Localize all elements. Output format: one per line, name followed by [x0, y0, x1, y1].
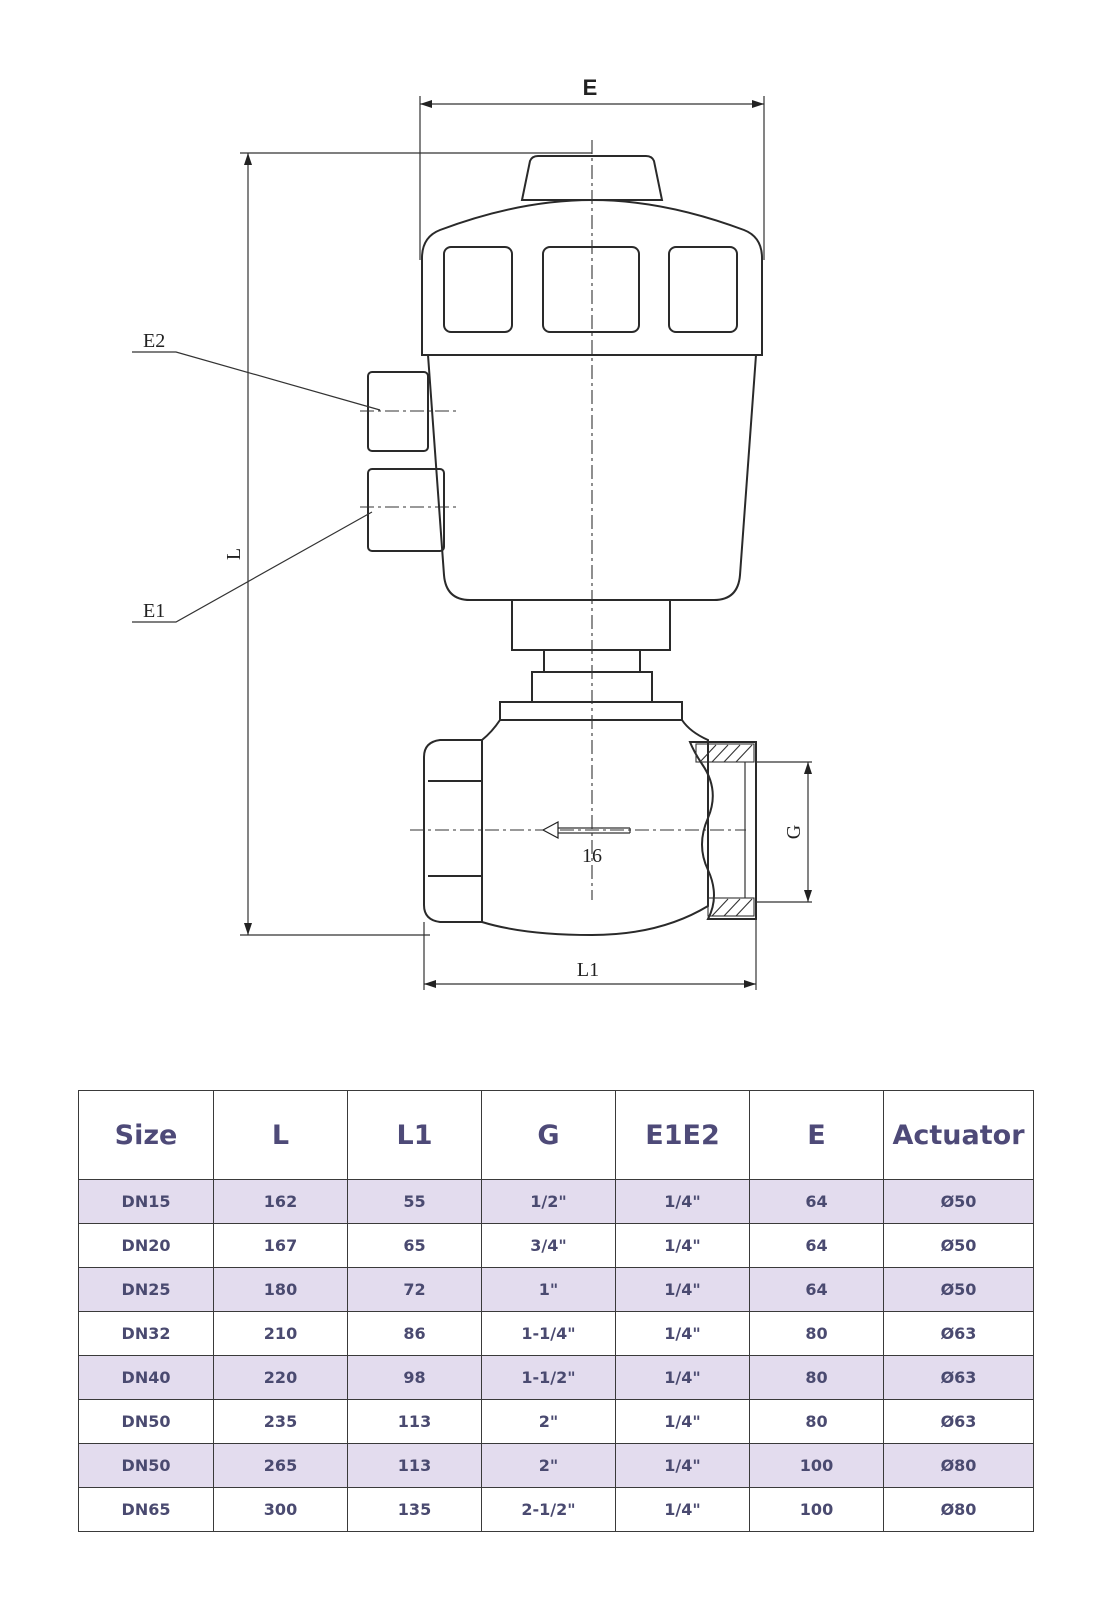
flow-arrow: 16 [541, 821, 631, 867]
cell-size: DN20 [78, 1223, 214, 1268]
actuator-window-left [443, 246, 513, 333]
label-l1: L1 [577, 959, 599, 981]
valve-body [481, 719, 709, 937]
air-port-e1 [367, 468, 445, 552]
cell-e1e2: 1/4" [615, 1311, 750, 1356]
header-size: Size [78, 1090, 214, 1180]
cell-size: DN50 [78, 1399, 214, 1444]
left-hex-nut [423, 739, 483, 923]
cell-l1: 72 [347, 1267, 482, 1312]
cell-l1: 55 [347, 1179, 482, 1224]
table-row: DN50 235 113 2" 1/4" 80 Ø63 [78, 1399, 1034, 1444]
header-l1: L1 [347, 1090, 482, 1180]
table-header-row: Size L L1 G E1E2 E Actuator [78, 1090, 1034, 1180]
table-row: DN15 162 55 1/2" 1/4" 64 Ø50 [78, 1179, 1034, 1224]
cell-e: 64 [749, 1223, 884, 1268]
cell-l: 235 [213, 1399, 348, 1444]
dimension-l: L [223, 152, 592, 936]
cell-e: 80 [749, 1311, 884, 1356]
cell-l1: 98 [347, 1355, 482, 1400]
table-row: DN25 180 72 1" 1/4" 64 Ø50 [78, 1267, 1034, 1312]
dimension-spec-table: Size L L1 G E1E2 E Actuator DN15 162 55 … [78, 1090, 1034, 1532]
dimension-e: E [419, 75, 765, 260]
cell-e1e2: 1/4" [615, 1443, 750, 1488]
actuator-window-right [668, 246, 738, 333]
cell-l1: 86 [347, 1311, 482, 1356]
header-actuator: Actuator [883, 1090, 1034, 1180]
header-l: L [213, 1090, 348, 1180]
cell-l1: 113 [347, 1399, 482, 1444]
table-row: DN40 220 98 1-1/2" 1/4" 80 Ø63 [78, 1355, 1034, 1400]
cell-actuator: Ø50 [883, 1179, 1034, 1224]
cell-actuator: Ø50 [883, 1267, 1034, 1312]
cell-g: 1/2" [481, 1179, 616, 1224]
label-e2: E2 [143, 330, 165, 352]
table-row: DN50 265 113 2" 1/4" 100 Ø80 [78, 1443, 1034, 1488]
label-l: L [223, 548, 245, 560]
table-row: DN20 167 65 3/4" 1/4" 64 Ø50 [78, 1223, 1034, 1268]
label-e1: E1 [143, 600, 165, 622]
leader-e1: E1 [132, 511, 373, 623]
actuator-lower-body [426, 354, 758, 601]
cell-e: 64 [749, 1267, 884, 1312]
table-row: DN32 210 86 1-1/4" 1/4" 80 Ø63 [78, 1311, 1034, 1356]
valve-neck [511, 599, 671, 651]
cell-e1e2: 1/4" [615, 1179, 750, 1224]
cell-e1e2: 1/4" [615, 1487, 750, 1532]
actuator-cap [520, 155, 664, 201]
cell-l: 167 [213, 1223, 348, 1268]
cell-e1e2: 1/4" [615, 1223, 750, 1268]
cell-actuator: Ø63 [883, 1311, 1034, 1356]
cell-g: 2-1/2" [481, 1487, 616, 1532]
cell-actuator: Ø63 [883, 1399, 1034, 1444]
header-e: E [749, 1090, 884, 1180]
flow-label: 16 [582, 845, 602, 867]
dimension-g: G [756, 761, 812, 903]
cell-l: 180 [213, 1267, 348, 1312]
cell-l: 300 [213, 1487, 348, 1532]
cell-e1e2: 1/4" [615, 1355, 750, 1400]
cell-l: 210 [213, 1311, 348, 1356]
cell-actuator: Ø63 [883, 1355, 1034, 1400]
cell-e1e2: 1/4" [615, 1267, 750, 1312]
actuator-window-center [542, 246, 640, 333]
cell-e: 64 [749, 1179, 884, 1224]
cell-g: 1-1/2" [481, 1355, 616, 1400]
cell-e1e2: 1/4" [615, 1399, 750, 1444]
cell-g: 1-1/4" [481, 1311, 616, 1356]
cell-actuator: Ø50 [883, 1223, 1034, 1268]
header-e1e2: E1E2 [615, 1090, 750, 1180]
cell-size: DN25 [78, 1267, 214, 1312]
cell-actuator: Ø80 [883, 1487, 1034, 1532]
table-row: DN65 300 135 2-1/2" 1/4" 100 Ø80 [78, 1487, 1034, 1532]
cell-size: DN40 [78, 1355, 214, 1400]
cell-l: 162 [213, 1179, 348, 1224]
cell-actuator: Ø80 [883, 1443, 1034, 1488]
cell-size: DN50 [78, 1443, 214, 1488]
cell-e: 100 [749, 1487, 884, 1532]
header-g: G [481, 1090, 616, 1180]
cell-e: 80 [749, 1355, 884, 1400]
cell-l: 220 [213, 1355, 348, 1400]
leader-e2: E2 [132, 330, 381, 411]
cell-l: 265 [213, 1443, 348, 1488]
cell-l1: 113 [347, 1443, 482, 1488]
cell-g: 3/4" [481, 1223, 616, 1268]
cell-l1: 65 [347, 1223, 482, 1268]
label-e: E [583, 75, 598, 100]
label-g: G [783, 825, 805, 839]
cell-g: 1" [481, 1267, 616, 1312]
right-section-cutaway [688, 741, 757, 920]
valve-bonnet-flange [499, 701, 683, 721]
valve-technical-drawing: E L E2 E1 [132, 75, 812, 990]
cell-size: DN15 [78, 1179, 214, 1224]
cell-size: DN32 [78, 1311, 214, 1356]
cell-l1: 135 [347, 1487, 482, 1532]
cell-size: DN65 [78, 1487, 214, 1532]
cell-g: 2" [481, 1399, 616, 1444]
cell-e: 100 [749, 1443, 884, 1488]
cell-e: 80 [749, 1399, 884, 1444]
dimension-l1: L1 [423, 919, 757, 990]
cell-g: 2" [481, 1443, 616, 1488]
